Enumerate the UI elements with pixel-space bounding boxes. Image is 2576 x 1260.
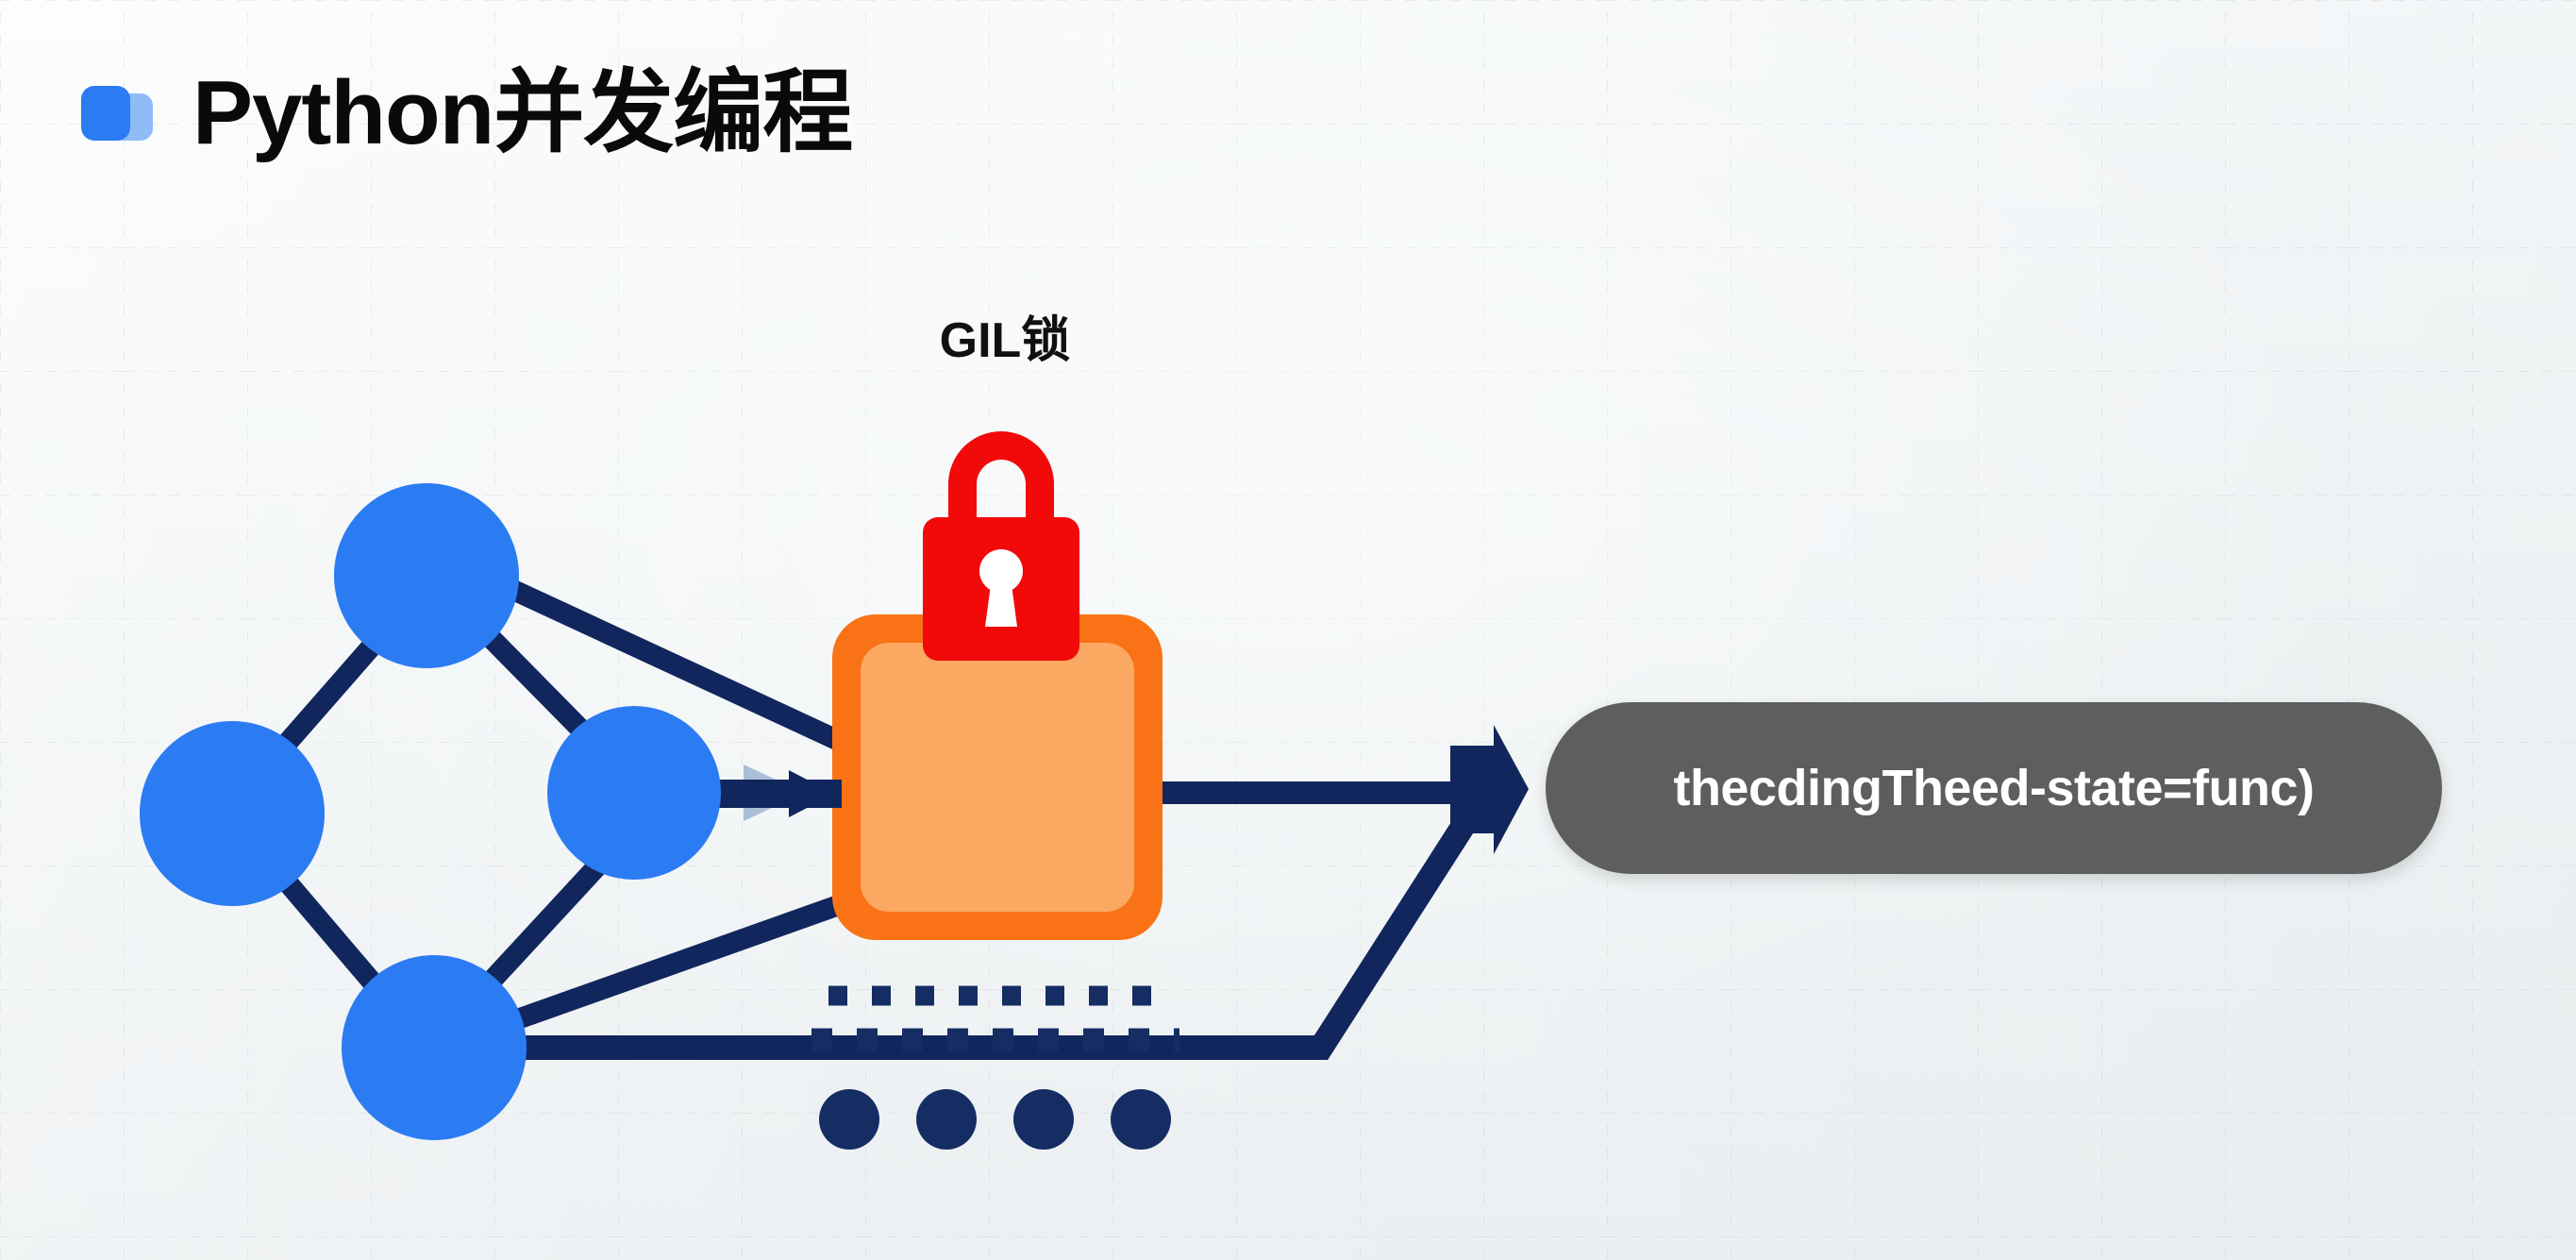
queue-dots [819, 1089, 1171, 1150]
thread-node [334, 483, 519, 668]
queue-dot [916, 1089, 977, 1150]
output-arrow-head [1450, 725, 1529, 854]
lock-icon [923, 431, 1079, 661]
dashed-track [811, 985, 1179, 1052]
queue-dot [819, 1089, 879, 1150]
page-title: Python并发编程 [192, 62, 853, 163]
interpreter-box [832, 614, 1163, 940]
queue-dot [1111, 1089, 1171, 1150]
gil-label: GIL锁 [939, 313, 1071, 368]
slide-header: Python并发编程 [81, 62, 853, 163]
feed-arrow [713, 764, 842, 821]
thread-node [342, 955, 527, 1140]
bottom-return-path [510, 790, 1492, 1060]
thread-node [140, 721, 325, 906]
output-pill-label: thecdingTheed-state=func) [1673, 760, 2315, 816]
output-pill: thecdingTheed-state=func) [1546, 702, 2442, 874]
stacked-squares-icon [81, 84, 153, 143]
queue-dot [1013, 1089, 1074, 1150]
thread-nodes [140, 483, 721, 1140]
logo-square-front [81, 86, 130, 141]
thread-node [547, 706, 721, 880]
